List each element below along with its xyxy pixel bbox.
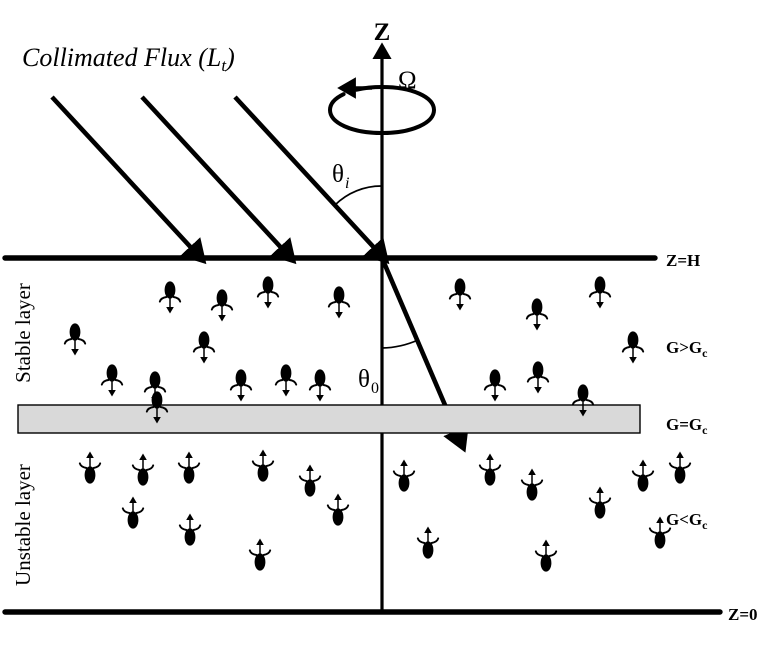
bottom-boundary-label: Z=0 — [728, 605, 758, 624]
theta-i-label: θi — [332, 161, 349, 192]
stable-layer-side-label: Stable layer — [11, 283, 35, 383]
figure-title: Collimated Flux (Lt) — [22, 43, 235, 75]
unstable-condition-label: G<Gc — [666, 510, 708, 532]
theta-0-arc — [381, 339, 419, 349]
theta-i-arc — [334, 185, 383, 206]
critical-band — [17, 404, 641, 434]
z-axis-label: Z — [374, 19, 391, 46]
critical-condition-label: G=Gc — [666, 415, 708, 437]
incident-ray-1 — [50, 95, 207, 265]
unstable-layer-side-label: Unstable layer — [11, 464, 35, 586]
top-boundary-label: Z=H — [666, 251, 700, 270]
incident-ray-2 — [140, 95, 297, 265]
rotation-ellipse — [327, 84, 437, 135]
omega-label: Ω — [398, 67, 417, 94]
incident-ray-group — [50, 95, 390, 265]
stable-condition-label: G>Gc — [666, 338, 708, 360]
theta-0-label: θ0 — [358, 366, 379, 397]
incident-ray-3 — [233, 95, 390, 265]
